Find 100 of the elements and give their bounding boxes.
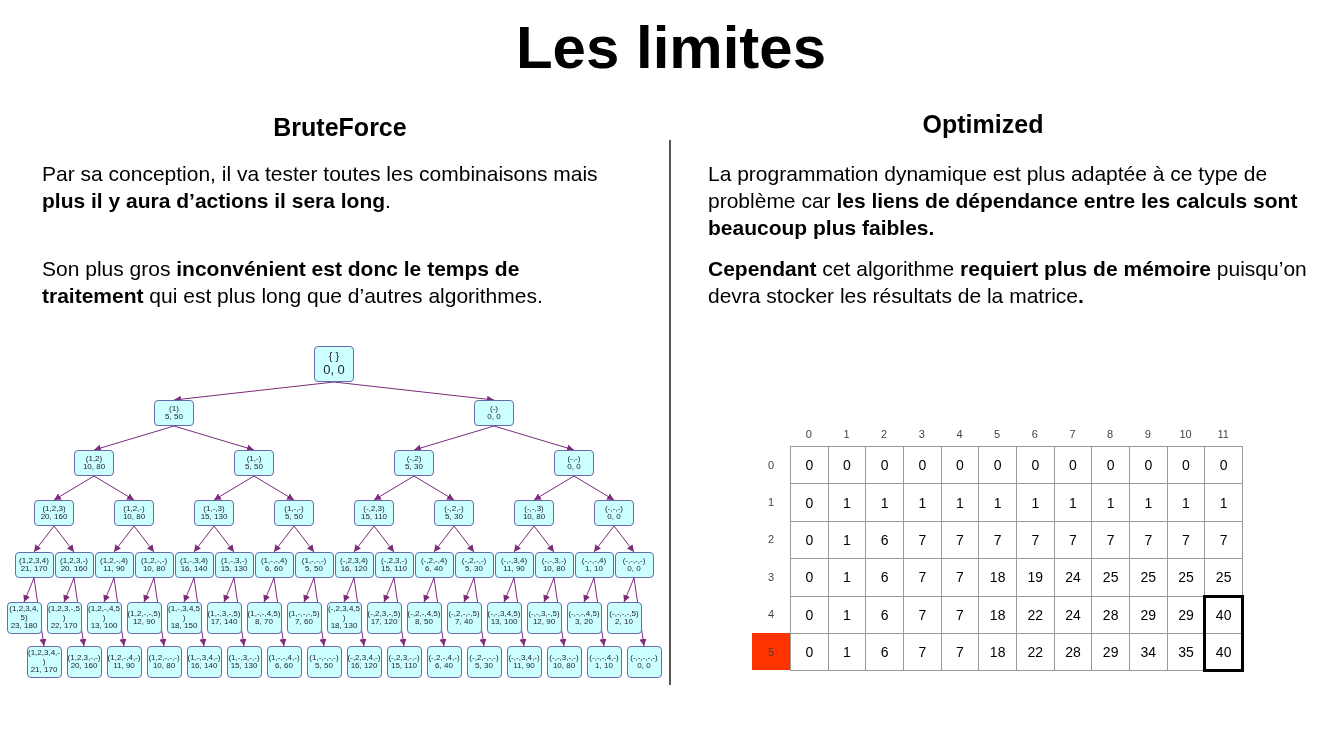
item-set: (1,2,-) bbox=[123, 504, 145, 513]
tree-node bbox=[274, 500, 314, 526]
column-number: 5 bbox=[993, 427, 1002, 442]
weight-value: 15, 110 bbox=[360, 513, 388, 522]
tree-node bbox=[234, 450, 274, 476]
arrow bbox=[293, 525, 315, 553]
arrow bbox=[413, 425, 495, 452]
item-set: (-,2,3,4) bbox=[340, 556, 368, 565]
arrow bbox=[463, 577, 475, 603]
arrow bbox=[53, 475, 95, 501]
tree-node bbox=[326, 602, 362, 634]
item-set: (-,2,3,-) bbox=[380, 556, 408, 565]
table-cell: 0 bbox=[1204, 446, 1243, 485]
tree-node bbox=[386, 646, 422, 678]
arrow bbox=[373, 525, 395, 553]
weight-value: 3, 20 bbox=[575, 618, 593, 627]
tree-node bbox=[446, 602, 482, 634]
column-number: 6 bbox=[1030, 427, 1039, 442]
weight-value: 8, 50 bbox=[415, 618, 433, 627]
tree-node bbox=[474, 400, 514, 426]
weight-value: 16, 120 bbox=[340, 565, 368, 574]
tree-node bbox=[394, 450, 434, 476]
weight-value: 16, 140 bbox=[190, 662, 218, 671]
row-number: 0 bbox=[766, 457, 776, 473]
arrow bbox=[103, 577, 115, 603]
arrow bbox=[133, 525, 155, 553]
table-cell: 0 bbox=[790, 633, 829, 672]
weight-value: 17, 120 bbox=[370, 618, 398, 627]
weight-value: 10, 80 bbox=[522, 513, 546, 522]
weight-value: 15, 130 bbox=[220, 565, 248, 574]
tree-node bbox=[294, 552, 334, 578]
weight-value: 5, 30 bbox=[445, 513, 463, 522]
tree-node bbox=[186, 646, 222, 678]
weight-value: 5, 30 bbox=[475, 662, 493, 671]
weight-value: 1, 10 bbox=[585, 565, 603, 574]
arrow bbox=[113, 525, 135, 553]
tree-node bbox=[266, 646, 302, 678]
item-set: (-,-,3,4) bbox=[500, 556, 528, 565]
item-set: (1,-,3,-,5) bbox=[207, 609, 241, 618]
item-set: (1,-,-,-,-) bbox=[309, 653, 339, 662]
item-set: (-,2,3,4,5) bbox=[327, 605, 361, 622]
weight-value: 23, 180 bbox=[10, 622, 38, 631]
weight-value: 10, 80 bbox=[122, 513, 146, 522]
tree-node bbox=[354, 500, 394, 526]
item-set: (1,2,3,4,5) bbox=[8, 605, 40, 622]
tree-node bbox=[246, 602, 282, 634]
item-set: (-,2,3) bbox=[363, 504, 385, 513]
item-set: (1,-,3,4) bbox=[180, 556, 208, 565]
weight-value: 5, 50 bbox=[165, 413, 183, 422]
weight-value: 10, 80 bbox=[552, 662, 576, 671]
tree-node bbox=[514, 500, 554, 526]
item-set: (1,2,-,-,5) bbox=[127, 609, 161, 618]
tree-node bbox=[54, 552, 94, 578]
weight-value: 10, 80 bbox=[82, 463, 106, 472]
weight-value: 5, 50 bbox=[305, 565, 323, 574]
weight-value: 13, 100 bbox=[490, 618, 518, 627]
arrow bbox=[183, 577, 195, 603]
weight-value: 0, 0 bbox=[323, 362, 345, 377]
arrow bbox=[223, 577, 235, 603]
row-number: 3 bbox=[766, 569, 776, 585]
item-set: (1,2,3,4,-) bbox=[27, 649, 61, 666]
tree-node bbox=[306, 646, 342, 678]
weight-value: 1, 10 bbox=[595, 662, 613, 671]
item-set: (1,-,-,4,-) bbox=[268, 653, 300, 662]
table-cell: 0 bbox=[790, 446, 829, 485]
arrow bbox=[33, 525, 55, 553]
item-set: (-,-,-,-,-) bbox=[630, 653, 658, 662]
arrow bbox=[23, 577, 35, 603]
weight-value: 22, 170 bbox=[50, 622, 78, 631]
weight-value: 11, 90 bbox=[513, 662, 535, 671]
tree-node bbox=[226, 646, 262, 678]
arrow bbox=[613, 525, 635, 553]
weight-value: 20, 160 bbox=[60, 565, 88, 574]
item-set: (-,2,-) bbox=[444, 504, 464, 513]
arrow bbox=[93, 475, 135, 501]
item-set: { } bbox=[328, 351, 340, 363]
tree-node bbox=[366, 602, 402, 634]
column-number: 11 bbox=[1216, 427, 1230, 442]
tree-node bbox=[506, 646, 542, 678]
item-set: (-,2,3,4,-) bbox=[347, 653, 381, 662]
column-number: 9 bbox=[1143, 427, 1152, 442]
column-number: 7 bbox=[1068, 427, 1077, 442]
weight-value: 12, 90 bbox=[532, 618, 556, 627]
weight-value: 0, 0 bbox=[607, 513, 621, 522]
tree-node bbox=[606, 602, 642, 634]
item-set: (-,-,3) bbox=[524, 504, 544, 513]
item-set: (-,-,3,4,-) bbox=[508, 653, 540, 662]
tree-node bbox=[134, 552, 174, 578]
item-set: (-,2,-,4,5) bbox=[407, 609, 441, 618]
item-set: (-) bbox=[490, 404, 498, 413]
tree-node bbox=[314, 346, 354, 382]
item-set: (1,-,3,-,-) bbox=[228, 653, 260, 662]
weight-value: 6, 60 bbox=[275, 662, 293, 671]
column-heading: BruteForce bbox=[272, 112, 408, 142]
weight-value: 18, 150 bbox=[170, 622, 198, 631]
item-set: (1,2,3,-,5) bbox=[47, 605, 81, 622]
tree-node bbox=[554, 450, 594, 476]
item-set: (1,-,-) bbox=[284, 504, 304, 513]
arrow bbox=[413, 475, 455, 501]
tree-node bbox=[414, 552, 454, 578]
